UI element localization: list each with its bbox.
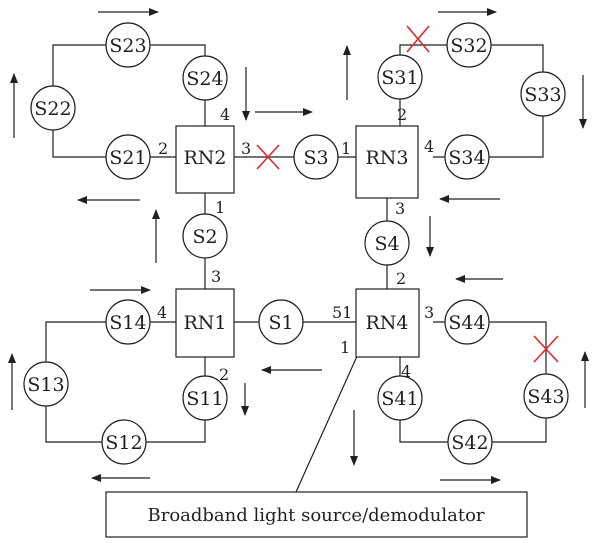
s34-label: S34 <box>448 147 485 169</box>
remote-nodes: RN2 RN3 RN1 RN4 <box>175 125 420 358</box>
station-s42: S42 <box>447 419 493 465</box>
station-s31: S31 <box>377 54 423 100</box>
s1-label: S1 <box>268 312 293 334</box>
light-source-label: Broadband light source/demodulator <box>147 505 484 526</box>
s13-label: S13 <box>27 374 64 396</box>
s14-label: S14 <box>109 312 146 334</box>
station-s23: S23 <box>105 22 151 68</box>
rn4-port-left: 51 <box>332 303 352 322</box>
feeder-line <box>295 353 359 493</box>
rn4-label: RN4 <box>365 312 408 334</box>
s12-label: S12 <box>105 432 142 454</box>
station-s32: S32 <box>446 22 492 68</box>
remote-node-rn1: RN1 <box>175 288 235 358</box>
s22-label: S22 <box>34 98 71 120</box>
remote-node-rn2: RN2 <box>175 125 235 194</box>
s11-label: S11 <box>186 388 223 410</box>
remote-node-rn4: RN4 <box>355 288 420 358</box>
remote-node-rn3: RN3 <box>355 125 419 199</box>
station-s4: S4 <box>364 220 410 266</box>
station-s43: S43 <box>523 373 569 419</box>
rn3-port-right: 4 <box>424 137 434 156</box>
s4-label: S4 <box>374 233 399 255</box>
station-s34: S34 <box>444 134 490 180</box>
station-s3: S3 <box>293 134 339 180</box>
rn4-port-bottom-left: 1 <box>340 338 350 357</box>
station-s21: S21 <box>105 134 151 180</box>
port-labels: 4 2 3 1 2 1 4 3 3 4 2 2 51 3 1 4 <box>157 105 434 384</box>
s3-label: S3 <box>303 147 328 169</box>
rn2-label: RN2 <box>183 147 226 169</box>
s21-label: S21 <box>109 147 146 169</box>
rn2-port-bottom: 1 <box>215 198 225 217</box>
rn2-port-top: 4 <box>220 105 230 124</box>
s42-label: S42 <box>451 432 488 454</box>
station-s24: S24 <box>182 55 228 101</box>
station-s41: S41 <box>377 375 423 421</box>
fault-x-rn2-s3 <box>256 144 280 170</box>
rn1-port-bottom: 2 <box>219 365 229 384</box>
stations: S23 S24 S22 S21 S31 S32 S33 S34 <box>23 22 569 465</box>
s44-label: S44 <box>448 312 485 334</box>
s43-label: S43 <box>527 386 564 408</box>
station-s14: S14 <box>105 299 151 345</box>
s23-label: S23 <box>109 35 146 57</box>
rn3-label: RN3 <box>365 147 408 169</box>
rn3-port-top: 2 <box>397 105 407 124</box>
s31-label: S31 <box>381 67 418 89</box>
rn1-port-top: 3 <box>211 267 221 286</box>
s32-label: S32 <box>450 35 487 57</box>
s33-label: S33 <box>524 84 561 106</box>
station-s13: S13 <box>23 361 69 407</box>
rn3-port-bottom: 3 <box>395 199 405 218</box>
fault-x-s31-s32 <box>406 25 430 53</box>
rn3-port-left: 1 <box>341 139 351 158</box>
direction-arrows <box>7 8 589 484</box>
s41-label: S41 <box>381 388 418 410</box>
fault-x-s44-s43 <box>533 335 559 363</box>
station-s33: S33 <box>520 71 566 117</box>
station-s11: S11 <box>182 375 228 421</box>
rn2-port-right: 3 <box>241 139 251 158</box>
s24-label: S24 <box>186 68 223 90</box>
rn2-port-left: 2 <box>158 139 168 158</box>
station-s44: S44 <box>444 299 490 345</box>
rn1-label: RN1 <box>183 312 226 334</box>
station-s22: S22 <box>30 85 76 131</box>
rn4-port-right: 3 <box>424 303 434 322</box>
light-source-box: Broadband light source/demodulator <box>105 491 528 538</box>
rn1-port-left: 4 <box>157 303 167 322</box>
fault-markers <box>256 25 559 363</box>
station-s12: S12 <box>101 419 147 465</box>
rn4-port-bottom: 4 <box>401 362 411 381</box>
rn4-port-top: 2 <box>396 269 406 288</box>
station-s1: S1 <box>258 299 304 345</box>
station-s2: S2 <box>182 213 228 259</box>
s2-label: S2 <box>192 226 217 248</box>
